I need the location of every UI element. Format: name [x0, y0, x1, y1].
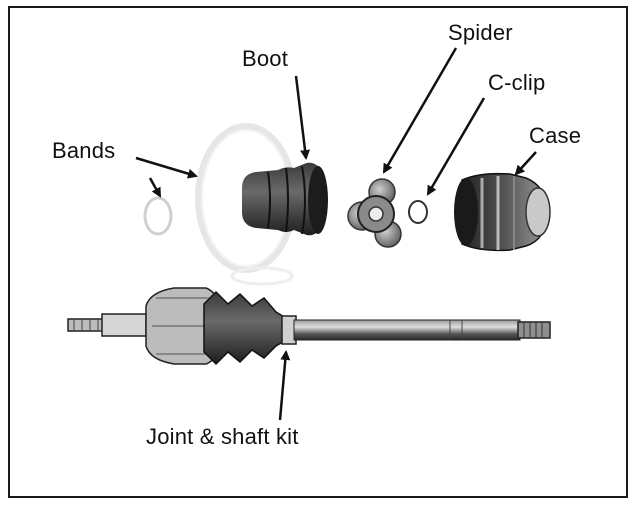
c-clip-part — [409, 201, 427, 223]
diagram-frame: Bands Boot Spider C-clip Case Joint & sh… — [8, 6, 628, 498]
arrow-case — [516, 152, 536, 174]
band-small — [145, 198, 171, 234]
arrow-bands-large — [136, 158, 196, 176]
label-case: Case — [529, 123, 581, 149]
arrow-boot — [296, 76, 306, 158]
arrow-bands-small — [150, 178, 160, 196]
arrow-spider — [384, 48, 456, 172]
label-joint-shaft-kit: Joint & shaft kit — [146, 424, 299, 450]
arrow-joint-shaft-kit — [280, 352, 286, 420]
case-part — [454, 174, 550, 251]
boot-part — [242, 163, 328, 236]
label-spider: Spider — [448, 20, 513, 46]
joint-shaft-assembly — [68, 288, 550, 364]
spider-part — [348, 179, 401, 247]
label-boot: Boot — [242, 46, 288, 72]
label-c-clip: C-clip — [488, 70, 545, 96]
reflection-mark — [232, 268, 292, 284]
label-bands: Bands — [52, 138, 115, 164]
